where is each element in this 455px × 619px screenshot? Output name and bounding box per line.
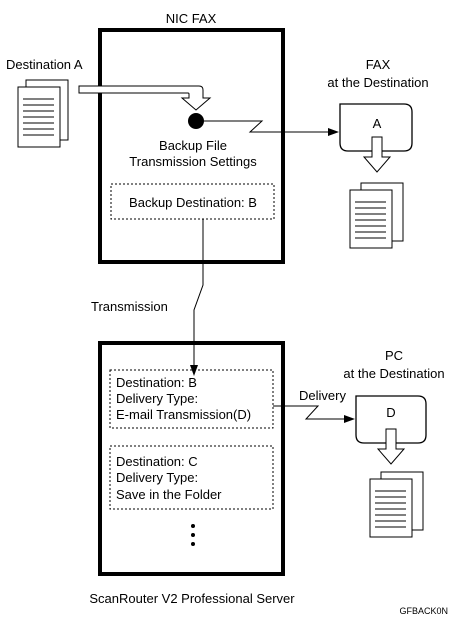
entry-b-delivery-value: E-mail Transmission(D) [116, 407, 251, 422]
input-arrow-icon [78, 85, 212, 111]
entry-c-destination: Destination: C [116, 454, 198, 469]
pc-arrowhead-icon [344, 415, 355, 423]
server-entry-b [109, 369, 274, 429]
backup-destination-box [110, 183, 275, 220]
nic-fax-title: NIC FAX [166, 11, 217, 26]
fax-destination-label-line1: FAX [366, 57, 391, 72]
backup-point-dot [188, 113, 204, 129]
backup-settings-title-line2: Transmission Settings [129, 154, 257, 169]
delivery-label: Delivery [299, 388, 346, 403]
pc-output-document-icon [369, 471, 424, 538]
fax-transmission-line [204, 120, 329, 133]
pc-destination-label-line2: at the Destination [343, 366, 444, 381]
source-document-icon [17, 79, 69, 148]
fax-machine-letter: A [373, 116, 382, 131]
more-entries-ellipsis-icon [191, 524, 195, 546]
pc-letter: D [386, 405, 395, 420]
entry-b-delivery-type: Delivery Type: [116, 391, 198, 406]
fax-arrowhead-icon [328, 128, 339, 136]
fax-destination-label-line2: at the Destination [327, 75, 428, 90]
destination-a-label: Destination A [6, 57, 83, 72]
pc-destination-label-line1: PC [385, 348, 403, 363]
entry-b-destination: Destination: B [116, 375, 197, 390]
transmission-label: Transmission [91, 299, 168, 314]
delivery-line [273, 405, 345, 420]
figure-code: GFBACK0N [399, 606, 448, 616]
entry-c-delivery-type: Delivery Type: [116, 470, 198, 485]
scanrouter-server-box [98, 341, 285, 576]
server-caption: ScanRouter V2 Professional Server [89, 591, 295, 606]
nic-fax-box [98, 28, 285, 264]
pc-icon [355, 395, 427, 444]
entry-c-delivery-value: Save in the Folder [116, 487, 222, 502]
fax-output-document-icon [349, 182, 404, 249]
server-entry-c [109, 445, 274, 510]
server-transmission-line [193, 219, 204, 368]
backup-destination-label: Backup Destination: B [129, 195, 257, 210]
pc-output-arrow-icon [376, 428, 406, 465]
backup-settings-title-line1: Backup File [159, 138, 227, 153]
fax-machine-icon [339, 103, 413, 152]
fax-output-arrow-icon [362, 136, 392, 173]
